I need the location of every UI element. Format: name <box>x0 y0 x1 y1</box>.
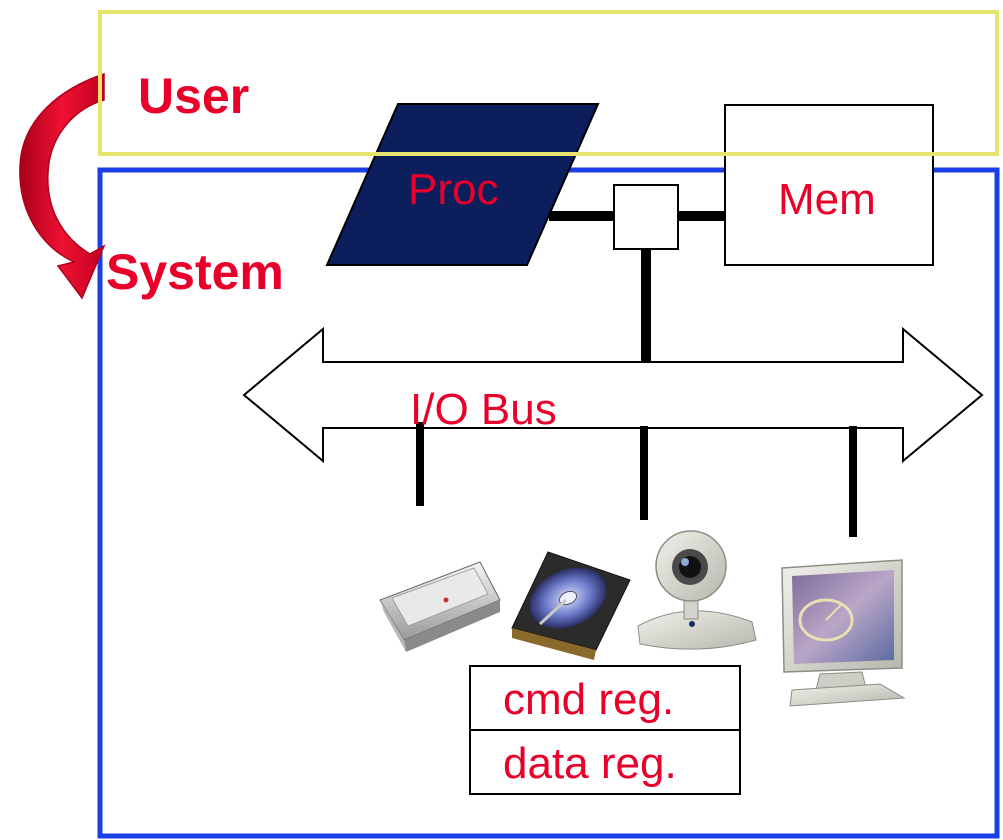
webcam-icon <box>637 530 757 650</box>
cmd-register-label: cmd reg. <box>503 675 674 724</box>
processor-block <box>325 103 600 266</box>
hard-disk-icon <box>511 551 631 660</box>
data-register-box <box>469 729 741 795</box>
scanner-icon <box>379 561 501 652</box>
data-register-label: data reg. <box>503 739 677 788</box>
user-label: User <box>138 68 249 124</box>
system-label: System <box>106 244 284 300</box>
io-bus-label: I/O Bus <box>410 385 557 434</box>
io-bus-arrow <box>242 326 984 464</box>
user-to-system-arrow <box>19 72 106 300</box>
monitor-icon <box>781 559 906 707</box>
proc-label: Proc <box>408 165 498 214</box>
mem-label: Mem <box>778 175 876 224</box>
bridge-box <box>613 184 679 250</box>
memory-box <box>724 104 934 266</box>
user-boundary <box>98 10 999 156</box>
